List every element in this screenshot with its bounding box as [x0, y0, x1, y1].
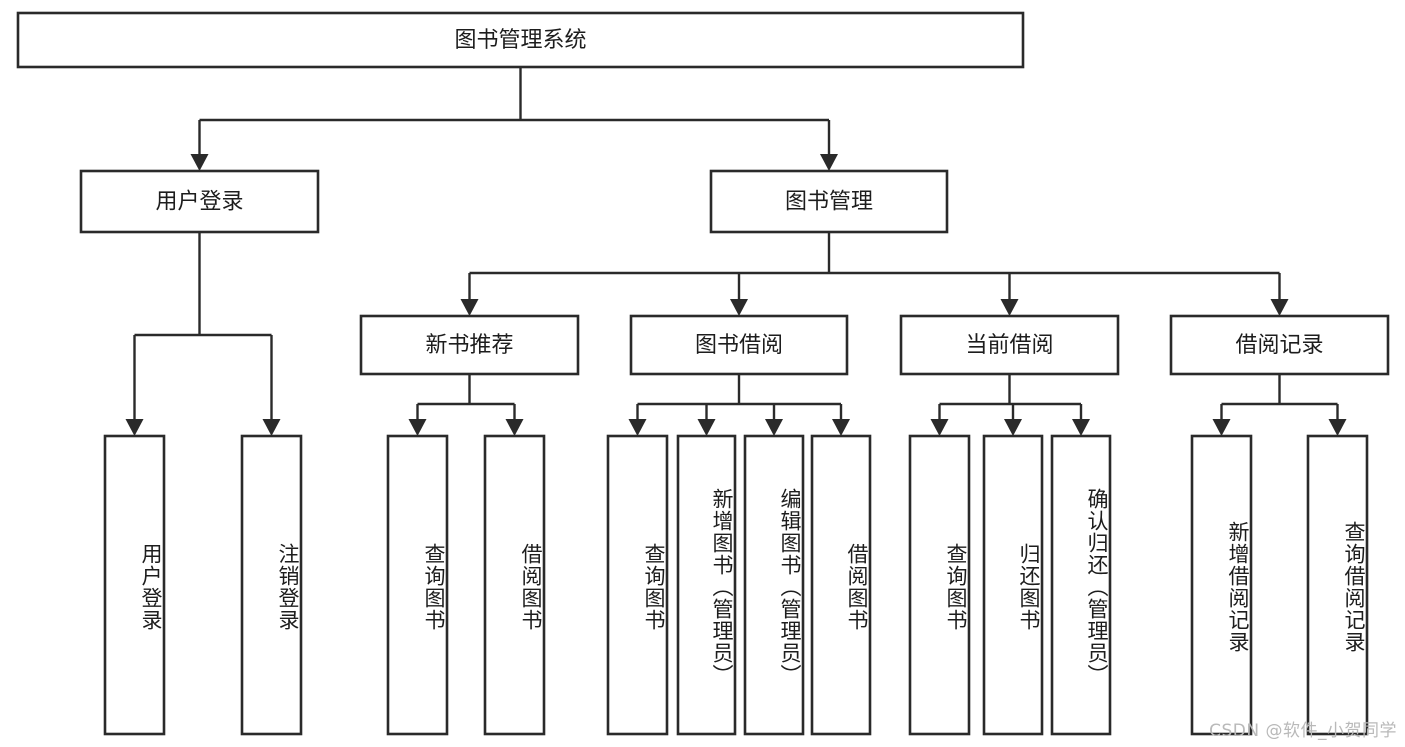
node-book-management[interactable]: [709, 169, 949, 234]
arrow-head-icon: [820, 154, 838, 171]
arrow-head-icon: [628, 419, 647, 436]
node-label-book-management: 图书管理: [785, 190, 873, 215]
node-leaf-edit-book-admin[interactable]: [743, 434, 805, 736]
node-label-root: 图书管理系统: [454, 28, 586, 53]
arrow-head-icon: [730, 299, 748, 316]
arrow-head-icon: [505, 419, 524, 436]
node-leaf-query-book-recommend[interactable]: [386, 434, 449, 736]
arrow-head-icon: [1072, 419, 1090, 436]
node-root[interactable]: [16, 11, 1025, 69]
arrow-head-icon: [1004, 419, 1022, 436]
arrow-head-icon: [408, 419, 427, 436]
node-book-borrow[interactable]: [629, 314, 849, 376]
node-leaf-borrow-book-recommend[interactable]: [483, 434, 546, 736]
arrow-head-icon: [190, 154, 209, 171]
node-leaf-query-book-current[interactable]: [908, 434, 971, 736]
arrow-head-icon: [1328, 419, 1347, 436]
arrow-head-icon: [460, 299, 479, 316]
node-label-user-login: 用户登录: [155, 190, 243, 215]
arrow-head-icon: [262, 419, 281, 436]
node-leaf-logout-login[interactable]: [240, 434, 303, 736]
arrow-head-icon: [697, 419, 716, 436]
node-leaf-user-login[interactable]: [103, 434, 166, 736]
node-user-login[interactable]: [79, 169, 320, 234]
node-label-current-borrow: 当前借阅: [965, 333, 1053, 358]
node-leaf-borrow-book[interactable]: [810, 434, 872, 736]
node-box-layer: [16, 11, 1390, 736]
arrow-head-icon: [832, 419, 850, 436]
node-leaf-query-borrow-record[interactable]: [1306, 434, 1369, 736]
watermark-text: CSDN @软件_小贺同学: [1209, 721, 1397, 741]
arrow-head-icon: [125, 419, 144, 436]
arrow-head-icon: [1270, 299, 1289, 316]
arrow-head-icon: [1212, 419, 1231, 436]
node-leaf-return-book[interactable]: [982, 434, 1044, 736]
node-borrow-records[interactable]: [1169, 314, 1390, 376]
connector-layer: [125, 67, 1347, 436]
node-current-borrow[interactable]: [899, 314, 1120, 376]
node-leaf-confirm-return-admin[interactable]: [1050, 434, 1112, 736]
arrow-head-icon: [930, 419, 949, 436]
node-leaf-query-book-borrow[interactable]: [606, 434, 669, 736]
node-new-book-recommend[interactable]: [359, 314, 580, 376]
node-label-borrow-records: 借阅记录: [1235, 333, 1323, 358]
node-leaf-add-book-admin[interactable]: [676, 434, 737, 736]
arrow-head-icon: [765, 419, 783, 436]
arrow-head-icon: [1000, 299, 1019, 316]
node-label-new-book-recommend: 新书推荐: [425, 333, 513, 358]
node-label-book-borrow: 图书借阅: [695, 333, 783, 358]
node-leaf-add-borrow-record[interactable]: [1190, 434, 1253, 736]
